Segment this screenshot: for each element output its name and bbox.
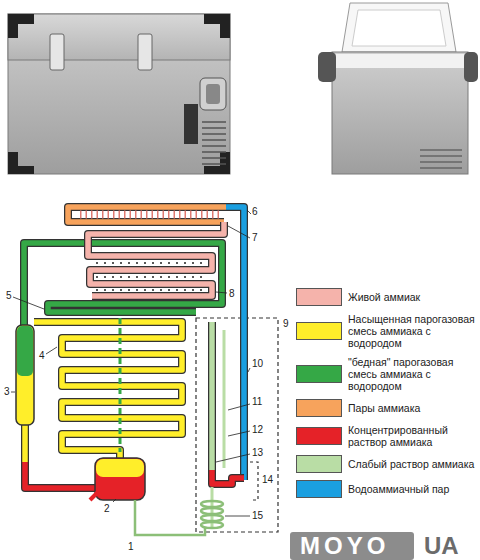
legend-text: Слабый раствор аммиака <box>348 458 476 470</box>
callout-number: 10 <box>252 358 263 369</box>
legend-text: Пары аммиака <box>348 402 476 414</box>
legend-item: Концентрированный раствор аммиака <box>296 424 478 448</box>
legend: Живой аммиакНасыщенная парогазовая смесь… <box>296 288 478 505</box>
callout-number: 12 <box>252 424 263 435</box>
absorber-inner <box>119 318 122 452</box>
legend-swatch <box>296 365 342 383</box>
legend-text: Живой аммиак <box>348 291 476 303</box>
callout-number: 4 <box>39 350 45 361</box>
bracket <box>250 462 258 500</box>
return-pipe <box>135 500 205 535</box>
legend-item: Водоаммиачный пар <box>296 480 478 498</box>
legend-swatch <box>296 399 342 417</box>
leader-lines <box>11 210 251 516</box>
generator-frame <box>196 318 278 532</box>
callout-number: 7 <box>252 232 258 243</box>
legend-text: Насыщенная парогазовая смесь аммиака с в… <box>348 313 476 349</box>
legend-item: Слабый раствор аммиака <box>296 455 478 473</box>
callout-number: 9 <box>283 318 289 329</box>
callout-number: 6 <box>252 206 258 217</box>
condenser-fins <box>80 211 222 219</box>
callout-number: 14 <box>262 474 273 485</box>
legend-text: Концентрированный раствор аммиака <box>348 424 476 448</box>
callout-number: 13 <box>252 447 263 458</box>
callout-number: 11 <box>252 396 262 407</box>
legend-swatch <box>296 427 342 445</box>
legend-text: Водоаммиачный пар <box>348 483 476 495</box>
cooler-photo-right <box>318 3 478 174</box>
watermark: UA <box>424 534 459 558</box>
watermark-plate <box>290 532 414 560</box>
coil <box>201 501 223 528</box>
legend-swatch <box>296 455 342 473</box>
callout-number: 3 <box>4 386 10 397</box>
legend-item: Пары аммиака <box>296 399 478 417</box>
legend-swatch <box>296 288 342 306</box>
reservoir <box>95 458 145 500</box>
vessel <box>16 325 34 425</box>
legend-text: "бедная" парогазовая смесь аммиака с вод… <box>348 356 476 392</box>
callout-number: 2 <box>104 503 110 514</box>
legend-swatch <box>296 480 342 498</box>
evaporator-fins <box>96 263 206 290</box>
legend-swatch <box>296 322 342 340</box>
refrigerator-schematic <box>11 207 278 535</box>
legend-item: Живой аммиак <box>296 288 478 306</box>
callout-number: 1 <box>128 541 134 552</box>
cooler-photo-left <box>8 14 230 174</box>
legend-item: "бедная" парогазовая смесь аммиака с вод… <box>296 356 478 392</box>
watermark: MOYO <box>300 534 389 558</box>
callout-number: 8 <box>229 288 235 299</box>
callout-number: 5 <box>6 290 12 301</box>
callout-number: 15 <box>252 510 263 521</box>
legend-item: Насыщенная парогазовая смесь аммиака с в… <box>296 313 478 349</box>
